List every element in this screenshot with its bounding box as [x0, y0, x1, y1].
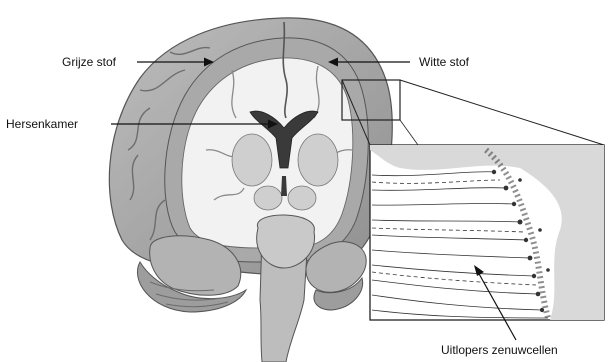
- label-white-matter-text: Witte stof: [419, 55, 470, 69]
- third-ventricle: [281, 176, 287, 196]
- label-nerve-extensions-text: Uitlopers zenuwcellen: [441, 343, 558, 357]
- zoom-line-top: [400, 80, 604, 145]
- detail-panel: [370, 145, 604, 320]
- zoom-line-bottom: [400, 120, 418, 145]
- brain-illustration: [109, 18, 392, 362]
- label-ventricle-text: Hersenkamer: [6, 117, 78, 131]
- label-grey-matter-text: Grijze stof: [62, 55, 117, 69]
